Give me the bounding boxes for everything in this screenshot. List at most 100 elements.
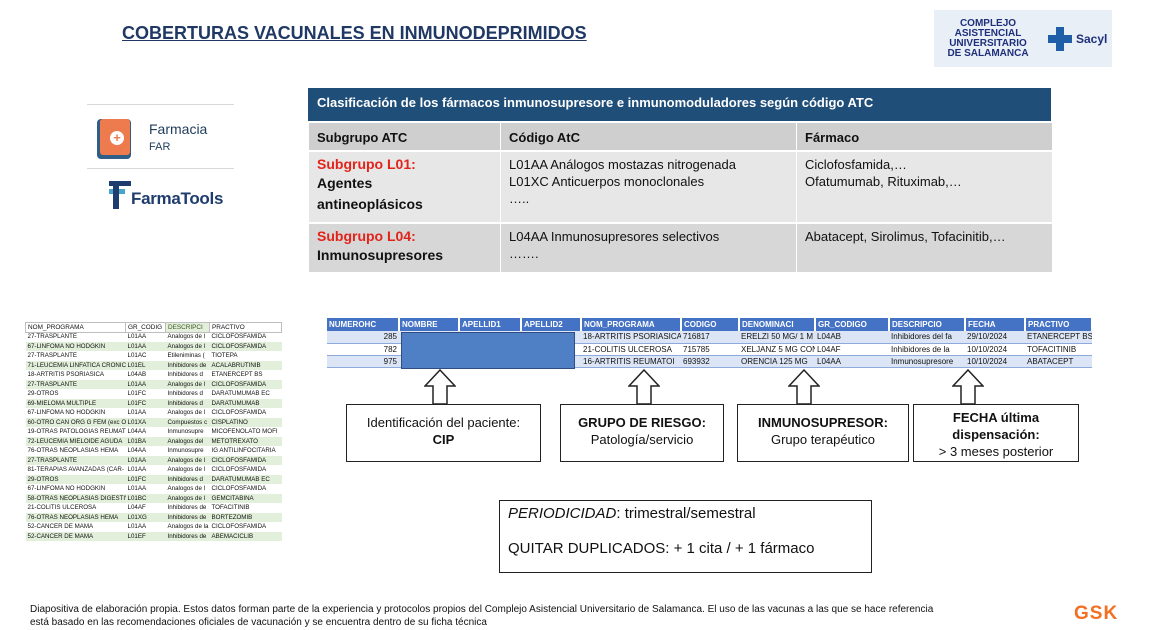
sheet-column-header[interactable]: NOMBRE (399, 318, 460, 331)
sheet-column-header[interactable]: DENOMINACI (739, 318, 816, 331)
table-cell[interactable]: Inhibidores d (165, 370, 210, 380)
table-cell[interactable]: Analogos de l (165, 455, 210, 466)
sheet-column-header[interactable]: PRACTIVO (209, 322, 282, 333)
table-cell[interactable]: 27-TRASPLANTE (25, 351, 126, 361)
table-cell[interactable]: DARATUMUMAB (209, 398, 282, 409)
sheet-column-header[interactable]: APELLID1 (459, 318, 522, 331)
sheet-column-header[interactable]: GR_CODIGO (815, 318, 890, 331)
table-cell[interactable]: Inmunosupre (165, 446, 210, 456)
table-cell[interactable]: CICLOFOSFAMIDA (209, 522, 282, 532)
sheet-column-header[interactable]: NUMEROHC (327, 318, 400, 331)
table-cell[interactable]: DARATUMUMAB EC (209, 474, 282, 485)
table-cell[interactable]: L01AC (125, 351, 166, 361)
table-cell[interactable]: Inhibidores de (165, 531, 210, 542)
table-cell[interactable]: TOFACITINIB (1025, 343, 1092, 356)
table-cell[interactable]: ACALABRUTINIB (209, 360, 282, 371)
table-cell[interactable]: 693932 (681, 355, 739, 368)
table-cell[interactable]: 67-LINFOMA NO HODGKIN (25, 408, 126, 418)
table-cell[interactable]: CICLOFOSFAMIDA (209, 484, 282, 494)
table-cell[interactable]: 29/10/2024 (965, 331, 1025, 344)
table-cell[interactable]: DARATUMUMAB EC (209, 389, 282, 399)
table-cell[interactable]: 52-CANCER DE MAMA (25, 531, 126, 542)
table-cell[interactable]: L01EF (125, 531, 166, 542)
table-cell[interactable]: TOFACITINIB (209, 503, 282, 513)
table-cell[interactable]: L04AB (815, 331, 889, 344)
table-cell[interactable]: 76-OTRAS NEOPLASIAS HEMA (25, 512, 126, 523)
table-cell[interactable]: CICLOFOSFAMIDA (209, 379, 282, 390)
table-cell[interactable]: 16-ARTRITIS REUMATOI (581, 355, 681, 368)
table-cell[interactable]: L01AA (125, 408, 166, 418)
table-cell[interactable]: Compuestos c (165, 417, 210, 428)
table-cell[interactable]: METOTREXATO (209, 436, 282, 447)
table-cell[interactable]: 18-ARTRITIS PSORIASICA (25, 370, 126, 380)
sheet-column-header[interactable]: GR_CODIG (125, 322, 166, 333)
table-cell[interactable]: 10/10/2024 (965, 343, 1025, 356)
sheet-column-header[interactable]: PRACTIVO (1025, 318, 1093, 331)
table-cell[interactable]: L01BC (125, 493, 166, 504)
table-cell[interactable]: 29-OTROS (25, 389, 126, 399)
table-cell[interactable]: 10/10/2024 (965, 355, 1025, 368)
sheet-column-header[interactable]: APELLID2 (521, 318, 582, 331)
table-cell[interactable]: CICLOFOSFAMIDA (209, 455, 282, 466)
table-cell[interactable]: L01AA (125, 341, 166, 352)
sheet-column-header[interactable]: DESCRIPCIO (889, 318, 966, 331)
table-cell[interactable]: L01AA (125, 465, 166, 475)
table-cell[interactable]: 716817 (681, 331, 739, 344)
table-cell[interactable]: L01AA (125, 455, 166, 466)
sheet-column-header[interactable]: DESCRIPCI (165, 322, 210, 333)
table-cell[interactable]: L01AA (125, 379, 166, 390)
table-cell[interactable]: ABEMACICLIB (209, 531, 282, 542)
table-cell[interactable]: 69-MIELOMA MULTIPLE (25, 398, 126, 409)
table-cell[interactable]: ORENCIA 125 MG (739, 355, 815, 368)
table-cell[interactable]: L04AF (125, 503, 166, 513)
table-cell[interactable]: 76-OTRAS NEOPLASIAS HEMA (25, 446, 126, 456)
table-cell[interactable]: 782 (327, 343, 399, 356)
table-cell[interactable]: ABATACEPT (1025, 355, 1092, 368)
table-cell[interactable]: ETANERCEPT BS (1025, 331, 1092, 344)
table-cell[interactable]: MICOFENOLATO MOFI (209, 427, 282, 437)
table-cell[interactable]: Inmunosupresore (889, 355, 965, 368)
table-cell[interactable]: 27-TRASPLANTE (25, 455, 126, 466)
table-cell[interactable]: CICLOFOSFAMIDA (209, 332, 282, 342)
table-cell[interactable]: CICLOFOSFAMIDA (209, 465, 282, 475)
sheet-column-header[interactable]: NOM_PROGRAMA (581, 318, 682, 331)
table-cell[interactable]: 81-TERAPIAS AVANZADAS (CAR- (25, 465, 126, 475)
table-cell[interactable]: L04AA (815, 355, 889, 368)
table-cell[interactable]: L01FC (125, 398, 166, 409)
table-cell[interactable]: ETANERCEPT BS (209, 370, 282, 380)
sheet-column-header[interactable]: NOM_PROGRAMA (25, 322, 126, 333)
table-cell[interactable]: 27-TRASPLANTE (25, 332, 126, 342)
table-cell[interactable]: GEMCITABINA (209, 493, 282, 504)
table-cell[interactable]: 67-LINFOMA NO HODGKIN (25, 341, 126, 352)
table-cell[interactable]: Inhibidores del fa (889, 331, 965, 344)
table-cell[interactable]: BORTEZOMIB (209, 512, 282, 523)
table-cell[interactable]: Analogos de la (165, 522, 210, 532)
table-cell[interactable]: Analogos de l (165, 332, 210, 342)
table-cell[interactable]: Inhibidores de (165, 360, 210, 371)
table-cell[interactable]: L01AA (125, 484, 166, 494)
table-cell[interactable]: L04AB (125, 370, 166, 380)
table-cell[interactable]: L01XA (125, 417, 166, 428)
table-cell[interactable]: 21-COLITIS ULCEROSA (581, 343, 681, 356)
table-cell[interactable]: 72-LEUCEMIA MIELOIDE AGUDA (25, 436, 126, 447)
table-cell[interactable]: L01AA (125, 332, 166, 342)
table-cell[interactable]: Analogos de l (165, 379, 210, 390)
table-cell[interactable]: 52-CANCER DE MAMA (25, 522, 126, 532)
table-cell[interactable]: CISPLATINO (209, 417, 282, 428)
table-cell[interactable]: TIOTEPA (209, 351, 282, 361)
table-cell[interactable]: CICLOFOSFAMIDA (209, 341, 282, 352)
table-cell[interactable]: 29-OTROS (25, 474, 126, 485)
sheet-column-header[interactable]: FECHA (965, 318, 1026, 331)
table-cell[interactable]: 975 (327, 355, 399, 368)
table-cell[interactable]: 19-OTRAS PATOLOGIAS REUMAT (25, 427, 126, 437)
table-cell[interactable]: Analogos de l (165, 493, 210, 504)
table-cell[interactable]: 715785 (681, 343, 739, 356)
table-cell[interactable]: Inhibidores de la (889, 343, 965, 356)
table-cell[interactable]: L04AA (125, 427, 166, 437)
table-cell[interactable]: IG ANTILINFOCITARIA (209, 446, 282, 456)
table-cell[interactable]: 21-COLITIS ULCEROSA (25, 503, 126, 513)
table-cell[interactable]: Inhibidores d (165, 398, 210, 409)
table-cell[interactable]: 18-ARTRITIS PSORIASICA (581, 331, 681, 344)
table-cell[interactable]: 27-TRASPLANTE (25, 379, 126, 390)
table-cell[interactable]: Inhibidores de (165, 512, 210, 523)
